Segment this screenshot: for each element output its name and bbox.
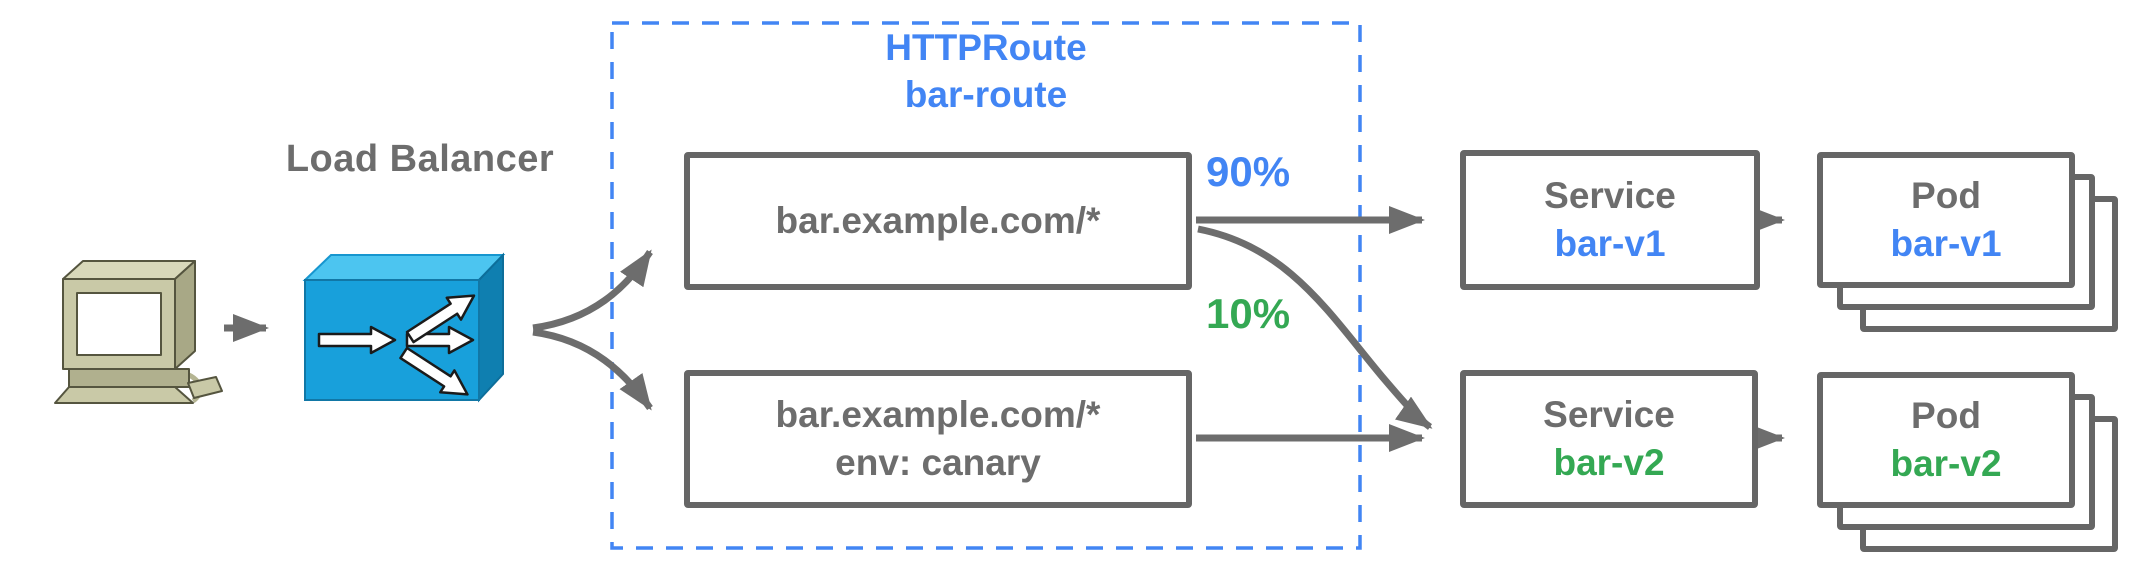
httproute-kind: HTTPRoute — [885, 27, 1087, 68]
route-rule-2-box: bar.example.com/* env: canary — [684, 370, 1192, 508]
weight-label-10: 10% — [1206, 290, 1291, 337]
load-balancer-icon — [302, 252, 506, 403]
httproute-name: bar-route — [904, 74, 1068, 115]
pod-1-name: bar-v1 — [1890, 223, 2002, 264]
pod-2-name: bar-v2 — [1890, 443, 2002, 484]
service-2-name: bar-v2 — [1553, 442, 1665, 483]
arrow-rule1-to-service-v2 — [1197, 225, 1433, 430]
service-1-name: bar-v1 — [1554, 223, 1666, 264]
pod-1-type: Pod — [1911, 175, 1981, 216]
httproute-title: HTTPRoute bar-route — [612, 24, 1360, 118]
service-1-type: Service — [1544, 175, 1676, 216]
route-rule-1-match: bar.example.com/* — [775, 200, 1101, 241]
load-balancer-label: Load Balancer — [285, 138, 555, 180]
route-rule-2-match-line2: env: canary — [835, 442, 1041, 483]
route-rule-2-match: bar.example.com/* — [775, 394, 1101, 435]
client-computer-icon — [54, 260, 223, 404]
pod-2-type: Pod — [1911, 395, 1981, 436]
service-bar-v1-box: Service bar-v1 — [1460, 150, 1760, 290]
httproute-group-dashed-border — [610, 21, 1362, 550]
arrow-lb-to-rule-2 — [532, 328, 653, 411]
route-rule-1-box: bar.example.com/* — [684, 152, 1192, 290]
service-2-type: Service — [1543, 394, 1675, 435]
service-bar-v2-box: Service bar-v2 — [1460, 370, 1758, 508]
pod-bar-v1-box: Pod bar-v1 — [1817, 152, 2075, 288]
weight-label-90: 90% — [1206, 148, 1291, 195]
pod-bar-v2-box: Pod bar-v2 — [1817, 372, 2075, 508]
arrow-lb-to-rule-1 — [532, 249, 653, 332]
